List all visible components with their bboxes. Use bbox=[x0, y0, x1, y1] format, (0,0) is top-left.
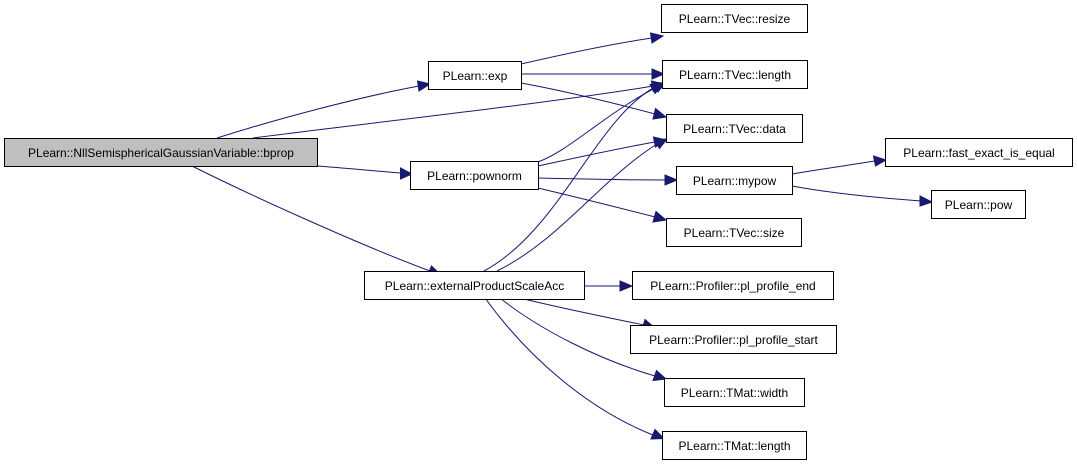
node-label-pl-profile-end: PLearn::Profiler::pl_profile_end bbox=[650, 279, 815, 293]
edge-exp-to-tvec-resize bbox=[520, 32, 665, 65]
edges bbox=[191, 32, 934, 440]
node-label-tmat-width: PLearn::TMat::width bbox=[681, 386, 788, 400]
edge-pownorm-to-tvec-data bbox=[537, 136, 668, 167]
node-tvec-length[interactable]: PLearn::TVec::length bbox=[662, 60, 808, 89]
node-tvec-resize[interactable]: PLearn::TVec::resize bbox=[661, 4, 808, 33]
node-label-tvec-size: PLearn::TVec::size bbox=[684, 226, 785, 240]
edge-pownorm-to-mypow bbox=[537, 174, 679, 186]
node-tvec-data[interactable]: PLearn::TVec::data bbox=[666, 114, 803, 143]
node-label-pl-profile-start: PLearn::Profiler::pl_profile_start bbox=[649, 333, 818, 347]
edge-mypow-to-fast-exact-is-equal bbox=[791, 155, 888, 175]
node-tmat-width[interactable]: PLearn::TMat::width bbox=[664, 378, 805, 407]
node-label-fast-exact-is-equal: PLearn::fast_exact_is_equal bbox=[903, 146, 1054, 160]
edge-epsa-to-tvec-length bbox=[483, 81, 666, 272]
edge-epsa-to-pl-profile-start bbox=[519, 297, 657, 331]
node-tvec-size[interactable]: PLearn::TVec::size bbox=[666, 218, 802, 247]
edge-exp-to-tvec-length bbox=[521, 68, 666, 80]
node-label-mypow: PLearn::mypow bbox=[693, 174, 777, 188]
edge-exp-to-tvec-data bbox=[520, 82, 668, 120]
edge-mypow-to-pow bbox=[791, 185, 934, 207]
edge-pownorm-to-tvec-size bbox=[537, 187, 668, 223]
node-pow[interactable]: PLearn::pow bbox=[931, 190, 1026, 219]
edge-epsa-to-tmat-width bbox=[499, 297, 668, 382]
node-label-pownorm: PLearn::pownorm bbox=[427, 169, 522, 183]
edge-pownorm-to-tvec-length bbox=[537, 83, 665, 163]
node-bprop[interactable]: PLearn::NllSemisphericalGaussianVariable… bbox=[4, 138, 318, 167]
edge-bprop-to-pownorm bbox=[316, 165, 414, 180]
node-label-tvec-resize: PLearn::TVec::resize bbox=[679, 12, 791, 26]
node-label-bprop: PLearn::NllSemisphericalGaussianVariable… bbox=[28, 146, 294, 160]
node-label-exp: PLearn::exp bbox=[443, 69, 508, 83]
node-pl-profile-start[interactable]: PLearn::Profiler::pl_profile_start bbox=[630, 325, 837, 354]
node-pl-profile-end[interactable]: PLearn::Profiler::pl_profile_end bbox=[632, 271, 834, 300]
node-label-tvec-data: PLearn::TVec::data bbox=[683, 122, 786, 136]
node-fast-exact-is-equal[interactable]: PLearn::fast_exact_is_equal bbox=[885, 138, 1073, 167]
edge-bprop-to-externalproductscaleacc bbox=[191, 165, 443, 277]
node-label-tvec-length: PLearn::TVec::length bbox=[679, 68, 791, 82]
node-exp[interactable]: PLearn::exp bbox=[428, 61, 522, 90]
node-mypow[interactable]: PLearn::mypow bbox=[676, 166, 793, 195]
node-label-pow: PLearn::pow bbox=[945, 198, 1013, 212]
node-label-externalproductscaleacc: PLearn::externalProductScaleAcc bbox=[385, 279, 564, 293]
edge-epsa-to-tvec-data bbox=[496, 138, 669, 272]
node-label-tmat-length: PLearn::TMat::length bbox=[678, 439, 790, 453]
edge-epsa-to-tmat-length bbox=[484, 297, 666, 440]
node-pownorm[interactable]: PLearn::pownorm bbox=[410, 161, 539, 190]
nodes: PLearn::NllSemisphericalGaussianVariable… bbox=[4, 4, 1073, 460]
node-tmat-length[interactable]: PLearn::TMat::length bbox=[662, 431, 807, 460]
edge-epsa-to-pl-profile-end bbox=[583, 280, 634, 292]
edge-bprop-to-exp bbox=[216, 80, 432, 139]
node-externalproductscaleacc[interactable]: PLearn::externalProductScaleAcc bbox=[364, 271, 585, 300]
